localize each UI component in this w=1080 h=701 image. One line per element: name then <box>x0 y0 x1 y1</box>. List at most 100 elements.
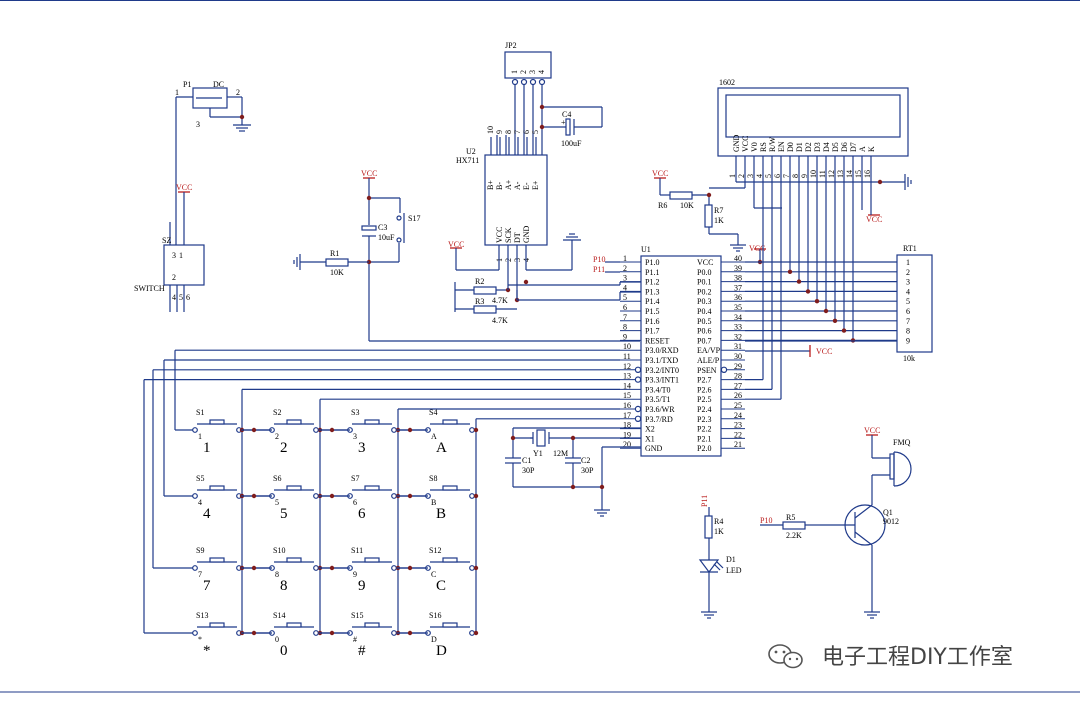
switch-ref: S16 <box>429 611 441 620</box>
switch-pin-5: 5 <box>179 293 183 302</box>
switch-contact <box>469 427 475 433</box>
u1-pin-number-right: 21 <box>734 440 742 449</box>
c2-value: 30P <box>581 466 594 475</box>
switch-ref: S10 <box>273 546 285 555</box>
net-p10: P10 <box>593 255 605 264</box>
switch-contact <box>469 565 475 571</box>
lcd-pin-label: D7 <box>849 142 858 152</box>
hx711-pin-label: SCK <box>504 227 513 243</box>
u1-pin-number-left: 9 <box>623 332 627 341</box>
u1-pin-label-left: P3.3/INT1 <box>645 376 679 385</box>
switch-pin: 7 <box>198 570 202 579</box>
switch-contact <box>391 565 397 571</box>
rt1-pin-number: 4 <box>906 287 910 296</box>
rt1-pin-number: 5 <box>906 297 910 306</box>
lcd-pin-number: 1 <box>728 174 737 178</box>
inversion-bubble <box>634 366 642 373</box>
lcd-pin-number: 8 <box>791 174 800 178</box>
hx711-pin-number: 6 <box>522 130 531 134</box>
u1-pin-number-left: 15 <box>623 391 631 400</box>
c4-ref: C4 <box>562 110 571 119</box>
svg-text:VCC: VCC <box>749 244 765 253</box>
p1-pin3: 3 <box>196 120 200 129</box>
key-label: 3 <box>358 440 366 456</box>
rt1-ref: RT1 <box>903 244 917 253</box>
lcd-pin-number: 14 <box>845 170 854 178</box>
lcd-pin-number: 12 <box>827 170 836 178</box>
switch-ref: S7 <box>351 474 359 483</box>
hx711-pin-number: 8 <box>504 130 513 134</box>
u1-pin-number-right: 36 <box>734 293 742 302</box>
u1-pin-label-left: RESET <box>645 336 670 345</box>
switch-pin: 0 <box>275 635 279 644</box>
switch-pin: 4 <box>198 498 202 507</box>
d1-value: LED <box>726 566 742 575</box>
p1-name: DC <box>213 80 224 89</box>
switch-actuator <box>442 419 458 425</box>
junction-dot <box>407 493 413 499</box>
s17-ref: S17 <box>408 214 420 223</box>
switch-actuator <box>442 557 458 563</box>
u1-pin-number-right: 27 <box>734 381 742 390</box>
junction-dot <box>329 427 335 433</box>
u1-pin-label-right: P2.2 <box>697 425 711 434</box>
junction-dot <box>329 493 335 499</box>
r2-ref: R2 <box>475 277 484 286</box>
switch-contact <box>469 630 475 636</box>
hx711-pin-label: E- <box>522 182 531 190</box>
u1-pin-number-right: 32 <box>734 332 742 341</box>
switch-ref: S6 <box>273 474 281 483</box>
switch-actuator <box>209 622 225 628</box>
y1-value: 12M <box>553 449 568 458</box>
switch-contact <box>313 565 319 571</box>
junction-dot <box>823 308 829 314</box>
junction-dot <box>814 299 820 304</box>
jp2-ref: JP2 <box>505 41 517 50</box>
switch-actuator <box>364 622 380 628</box>
jp2-pin-2: 2 <box>519 70 528 74</box>
switch-pin: C <box>431 570 436 579</box>
switch-ref: S9 <box>196 546 204 555</box>
switch-ref: S4 <box>429 408 437 417</box>
rt1-pin-number: 8 <box>906 327 910 336</box>
u1-pin-label-left: GND <box>645 444 663 453</box>
u1-pin-label-right: P0.1 <box>697 278 711 287</box>
hx711-pin-number: 9 <box>495 130 504 134</box>
switch-pin: 1 <box>198 432 202 441</box>
u1-pin-number-left: 1 <box>623 254 627 263</box>
buzzer-driver: VCC FMQ Q1 9012 P10 R5 2.2K <box>760 426 912 619</box>
switch-pin-3: 3 <box>172 251 176 260</box>
u1-pin-label-left: X2 <box>645 425 655 434</box>
junction-dot <box>407 630 413 636</box>
jp2-pin-3: 3 <box>528 70 537 74</box>
r5-value: 2.2K <box>786 531 802 540</box>
svg-text:VCC: VCC <box>816 347 832 356</box>
u2-ref: U2 <box>466 147 476 156</box>
r4-value: 1K <box>714 527 724 536</box>
key-label: * <box>203 643 211 659</box>
switch-ref: S8 <box>429 474 437 483</box>
u1-pin-number-right: 33 <box>734 323 742 332</box>
switch-actuator <box>442 622 458 628</box>
dc-jack-p1: P1 DC 1 2 3 <box>175 80 251 222</box>
switch-actuator <box>286 485 302 491</box>
crystal-oscillator: Y1 12M C1 30P C2 30P <box>505 427 641 517</box>
key-label: 5 <box>280 506 288 522</box>
junction-dot <box>329 565 335 571</box>
u1-pin-label-left: P3.1/TXD <box>645 356 678 365</box>
lcd-pin-label: VCC <box>741 136 750 152</box>
lcd-pin-number: 3 <box>746 174 755 178</box>
junction-dot <box>251 427 257 433</box>
u1-pin-number-right: 35 <box>734 303 742 312</box>
rt1-pin-number: 1 <box>906 258 910 267</box>
